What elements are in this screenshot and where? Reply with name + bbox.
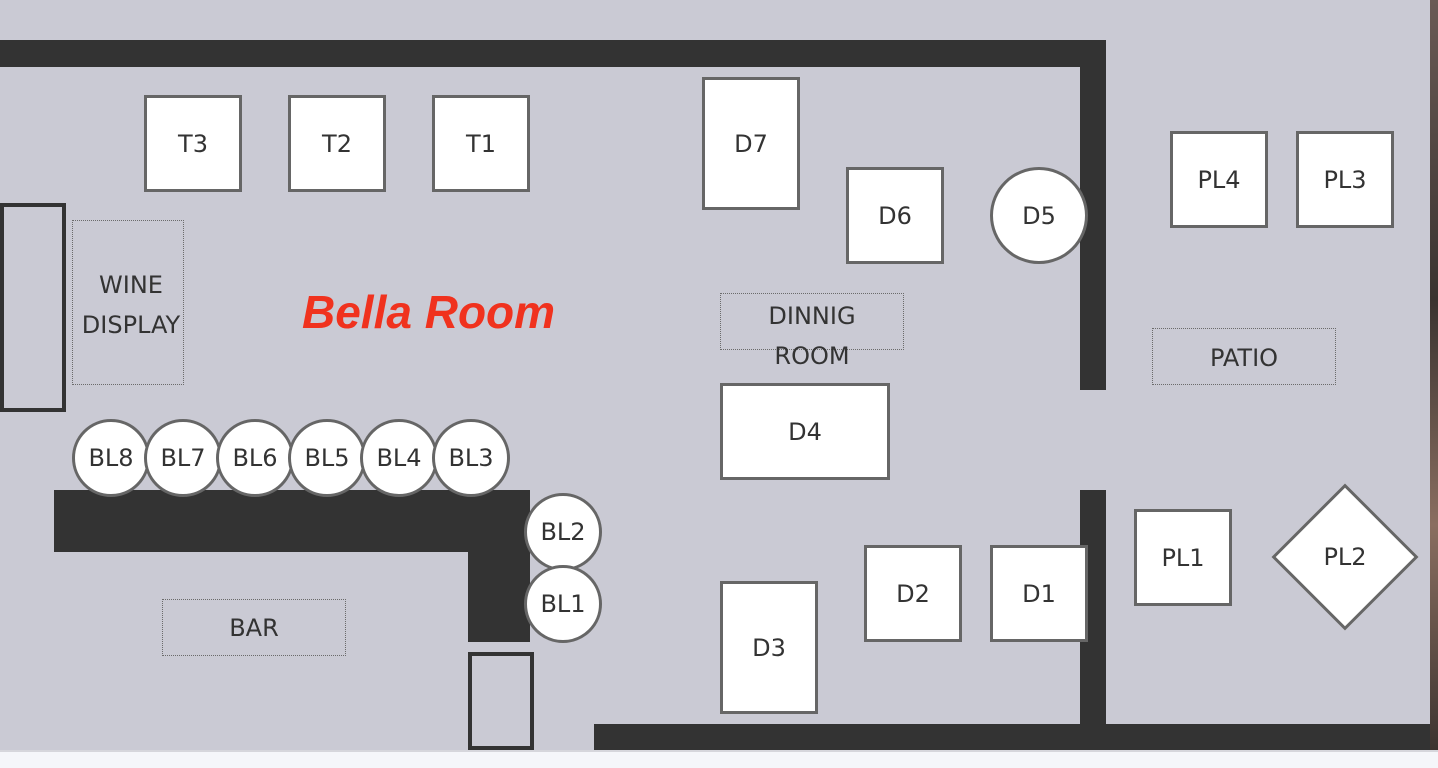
wine-rack (0, 203, 66, 412)
bar-counter-horizontal (54, 490, 530, 552)
table-label: BL1 (540, 590, 586, 618)
bar-seat-bl1[interactable]: BL1 (524, 565, 602, 643)
bar-zone (162, 599, 346, 656)
floor-plan-canvas: WINE DISPLAY DINNIG ROOM PATIO BAR Bella… (0, 0, 1430, 750)
table-d3[interactable]: D3 (720, 581, 818, 714)
bar-seat-bl4[interactable]: BL4 (360, 419, 438, 497)
table-d1[interactable]: D1 (990, 545, 1088, 642)
dining-room-zone (720, 293, 904, 350)
bar-seat-bl3[interactable]: BL3 (432, 419, 510, 497)
bar-counter-vertical (468, 490, 530, 642)
table-label: BL6 (232, 444, 278, 472)
patio-label: PATIO (1209, 344, 1279, 372)
table-label: D6 (878, 201, 912, 230)
bar-seat-bl7[interactable]: BL7 (144, 419, 222, 497)
table-label: D2 (896, 579, 930, 608)
table-label: BL8 (88, 444, 134, 472)
table-label: PL3 (1323, 165, 1367, 194)
bar-seat-bl6[interactable]: BL6 (216, 419, 294, 497)
background-edge (1430, 0, 1438, 750)
table-t2[interactable]: T2 (288, 95, 386, 192)
table-label: T1 (466, 129, 496, 158)
patio-zone (1152, 328, 1336, 385)
top-wall (0, 40, 1106, 67)
bar-seat-bl2[interactable]: BL2 (524, 493, 602, 571)
table-label: D3 (752, 633, 786, 662)
table-label: BL2 (540, 518, 586, 546)
table-label: D4 (788, 417, 822, 446)
bar-seat-bl8[interactable]: BL8 (72, 419, 150, 497)
table-d4[interactable]: D4 (720, 383, 890, 480)
table-label: T3 (178, 129, 208, 158)
table-label: PL1 (1161, 543, 1205, 572)
bar-seat-bl5[interactable]: BL5 (288, 419, 366, 497)
table-label: PL2 (1323, 543, 1367, 571)
table-label: D5 (1022, 201, 1056, 230)
table-label: BL7 (160, 444, 206, 472)
wine-display-zone (72, 220, 184, 385)
table-d2[interactable]: D2 (864, 545, 962, 642)
table-label: T2 (322, 129, 352, 158)
table-label: BL3 (448, 444, 494, 472)
table-pl4[interactable]: PL4 (1170, 131, 1268, 228)
dining-room-label: DINNIG ROOM (768, 302, 856, 370)
bar-door (468, 652, 534, 750)
table-label: D7 (734, 129, 768, 158)
table-pl1[interactable]: PL1 (1134, 509, 1232, 606)
table-pl3[interactable]: PL3 (1296, 131, 1394, 228)
table-label: BL5 (304, 444, 350, 472)
bar-label: BAR (229, 614, 279, 642)
bottom-strip (0, 750, 1438, 768)
table-label: D1 (1022, 579, 1056, 608)
bottom-wall (594, 724, 1430, 750)
table-d5[interactable]: D5 (990, 167, 1088, 264)
table-d7[interactable]: D7 (702, 77, 800, 210)
wine-display-label: WINE DISPLAY (81, 271, 181, 339)
table-t3[interactable]: T3 (144, 95, 242, 192)
room-title: Bella Room (302, 286, 556, 338)
table-pl2[interactable]: PL2 (1270, 482, 1420, 632)
table-label: BL4 (376, 444, 422, 472)
table-label: PL4 (1197, 165, 1241, 194)
table-d6[interactable]: D6 (846, 167, 944, 264)
table-t1[interactable]: T1 (432, 95, 530, 192)
